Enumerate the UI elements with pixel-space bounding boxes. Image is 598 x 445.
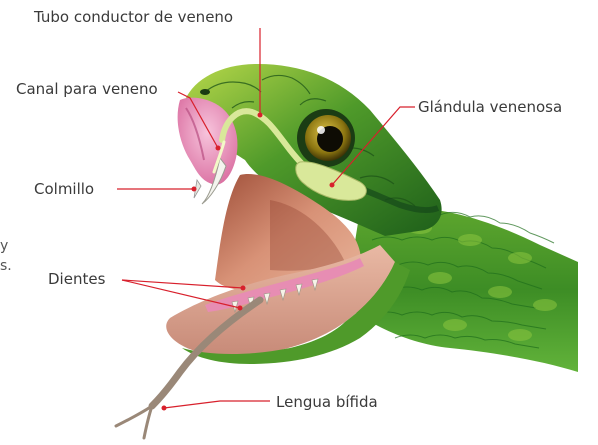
eye-highlight (317, 126, 325, 134)
label-colmillo: Colmillo (34, 180, 94, 198)
label-tubo-conductor-de-veneno: Tubo conductor de veneno (34, 8, 233, 26)
cut-off-text-s: s. (0, 258, 12, 274)
cut-off-text-y: y (0, 238, 8, 254)
label-canal-para-veneno: Canal para veneno (16, 80, 158, 98)
label-glandula-venenosa: Glándula venenosa (418, 98, 562, 116)
label-dientes: Dientes (48, 270, 105, 288)
leader-lengua (164, 401, 270, 408)
nostril (200, 89, 210, 95)
label-lengua-bifida: Lengua bífida (276, 393, 378, 411)
